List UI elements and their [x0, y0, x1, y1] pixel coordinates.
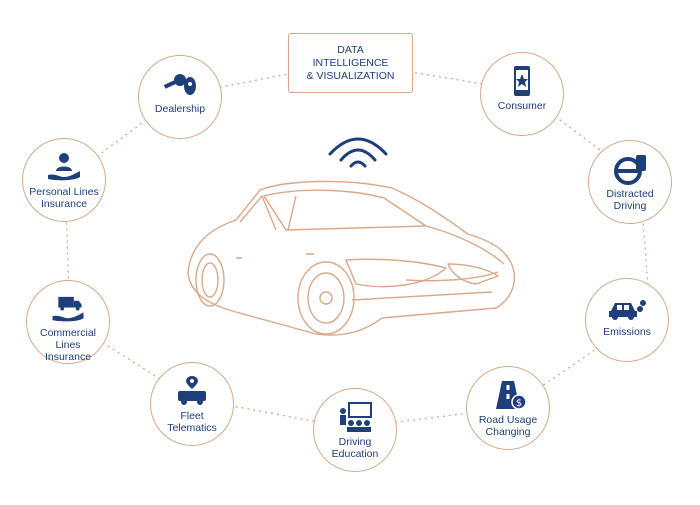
- node-label: Personal Lines Insurance: [29, 186, 99, 210]
- data-intelligence-box: DATA INTELLIGENCE & VISUALIZATION: [288, 33, 413, 93]
- node-label: Fleet Telematics: [167, 410, 217, 434]
- node-label: Consumer: [497, 100, 547, 112]
- connected-car-illustration: [187, 180, 516, 336]
- node-label: Distracted Driving: [606, 188, 654, 212]
- node-label: Driving Education: [331, 436, 379, 460]
- node-dealership: Dealership: [138, 55, 222, 139]
- node-driving-education: Driving Education: [313, 388, 397, 472]
- node-fleet-telematics: Fleet Telematics: [150, 362, 234, 446]
- node-road-usage: $ Road Usage Changing: [466, 366, 550, 450]
- car-keys-icon: [163, 74, 196, 95]
- node-label: Dealership: [154, 103, 206, 115]
- truck-in-hand-icon: [52, 296, 84, 322]
- data-intelligence-title: DATA INTELLIGENCE & VISUALIZATION: [306, 43, 395, 82]
- node-label: Emissions: [603, 326, 651, 338]
- node-label: Commercial Lines Insurance: [39, 327, 96, 363]
- person-in-hand-icon: [48, 153, 80, 181]
- node-distracted-driving: Distracted Driving: [588, 140, 672, 224]
- smartphone-icon: [514, 66, 530, 96]
- node-label: Road Usage Changing: [478, 414, 538, 438]
- node-personal-lines: Personal Lines Insurance: [22, 138, 106, 222]
- car-exhaust-icon: [609, 300, 646, 320]
- svg-text:$: $: [516, 398, 522, 409]
- road-dollar-icon: $: [496, 381, 527, 410]
- node-commercial-lines: Commercial Lines Insurance: [26, 280, 110, 364]
- node-consumer: Consumer: [480, 52, 564, 136]
- node-emissions: Emissions: [585, 278, 669, 362]
- steering-wheel-phone-icon: [614, 155, 646, 185]
- van-location-icon: [178, 376, 206, 405]
- wireless-signal-icon: [328, 137, 388, 168]
- classroom-icon: [340, 402, 372, 432]
